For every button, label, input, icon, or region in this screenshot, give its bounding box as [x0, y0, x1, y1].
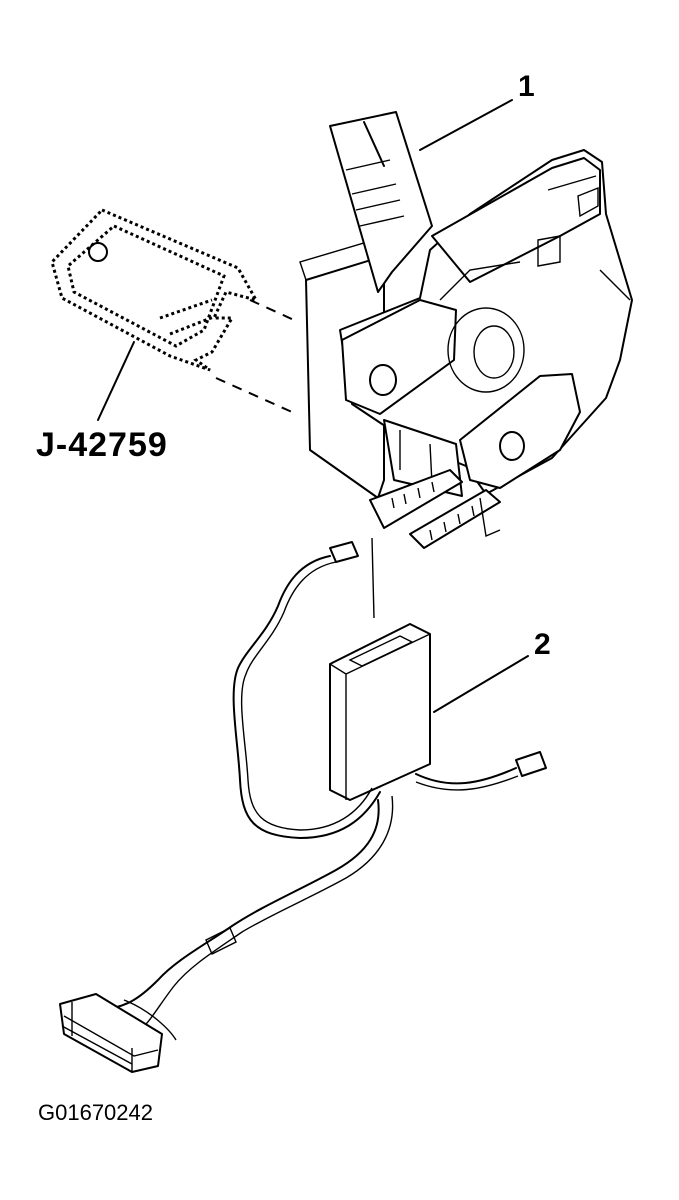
- right-pigtail-connector: [415, 751, 547, 791]
- callout-1-leader: [419, 99, 513, 151]
- alignment-line-lower: [215, 377, 293, 413]
- main-wiring-harness: [99, 795, 394, 1041]
- callout-number-2: 2: [534, 628, 551, 661]
- tool-leader-line: [97, 341, 135, 421]
- tool-mount-hole: [88, 242, 108, 262]
- callout-number-1: 1: [518, 70, 535, 103]
- sensor-module: [329, 623, 431, 801]
- callout-2-leader: [433, 655, 529, 713]
- alignment-line-upper: [249, 299, 295, 321]
- module-alignment-line: [371, 537, 375, 619]
- upper-pigtail-connector: [232, 541, 381, 839]
- tool-label: J-42759: [36, 426, 168, 464]
- harness-connector: [59, 993, 163, 1073]
- figure-id: G01670242: [38, 1100, 153, 1125]
- housing-pivot-hole-left: [369, 364, 397, 396]
- housing-pivot-hole-right: [499, 431, 525, 461]
- switch-housing: [299, 111, 633, 549]
- tool-j42759-frame: [50, 208, 260, 372]
